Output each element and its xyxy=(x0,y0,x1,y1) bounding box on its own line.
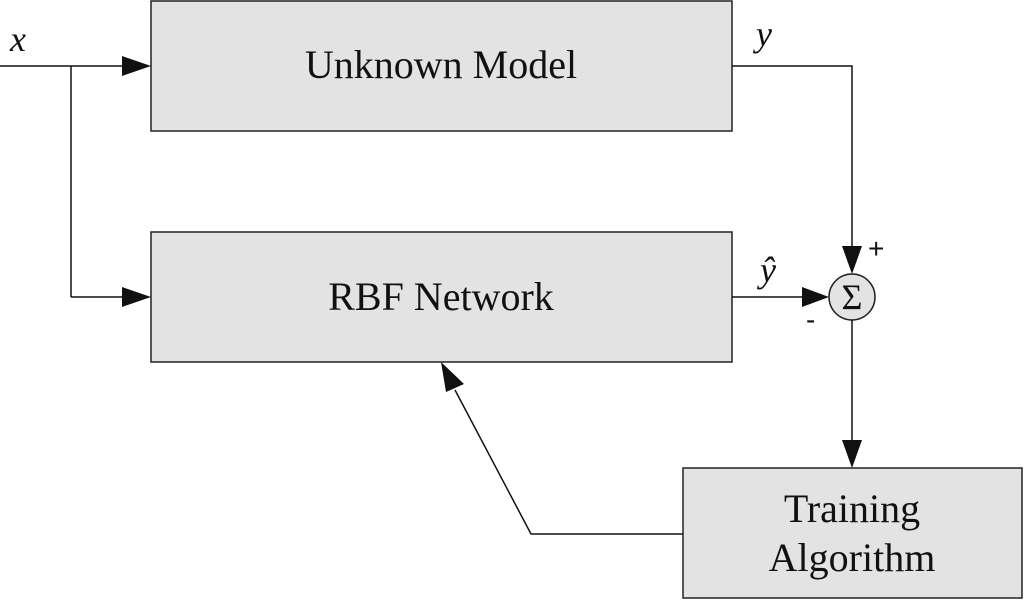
estimate-yhat-label: ŷ xyxy=(757,250,776,290)
training-label-line2: Algorithm xyxy=(769,535,936,580)
arrow-to-unknown-model xyxy=(122,56,151,76)
training-algorithm-box xyxy=(682,467,1023,599)
arrow-to-sum-minus xyxy=(802,287,829,307)
rbf-network-block: RBF Network xyxy=(150,231,733,363)
output-path: y xyxy=(732,14,862,274)
unknown-model-box xyxy=(150,0,733,132)
arrow-to-sum-plus xyxy=(842,246,862,274)
input-x-label: x xyxy=(9,19,26,59)
summing-junction: Σ + - xyxy=(806,233,884,335)
arrow-to-training xyxy=(842,440,862,468)
feedback-path xyxy=(441,362,683,535)
plus-sign: + xyxy=(868,233,884,264)
error-path xyxy=(842,320,862,468)
estimate-path: ŷ xyxy=(732,250,829,307)
training-label-line1: Training xyxy=(784,486,920,531)
sigma-symbol: Σ xyxy=(842,277,863,317)
output-y-line xyxy=(732,65,853,246)
arrow-to-rbf-network xyxy=(122,287,151,307)
training-algorithm-block: Training Algorithm xyxy=(682,467,1023,599)
unknown-model-block: Unknown Model xyxy=(150,0,733,132)
input-path: x xyxy=(0,19,151,307)
minus-sign: - xyxy=(806,304,815,335)
rbf-network-label: RBF Network xyxy=(328,274,554,319)
arrow-to-rbf-feedback xyxy=(441,362,464,392)
unknown-model-label: Unknown Model xyxy=(305,42,577,87)
output-y-label: y xyxy=(753,14,772,54)
feedback-line xyxy=(454,389,683,535)
rbf-network-box xyxy=(150,231,733,363)
